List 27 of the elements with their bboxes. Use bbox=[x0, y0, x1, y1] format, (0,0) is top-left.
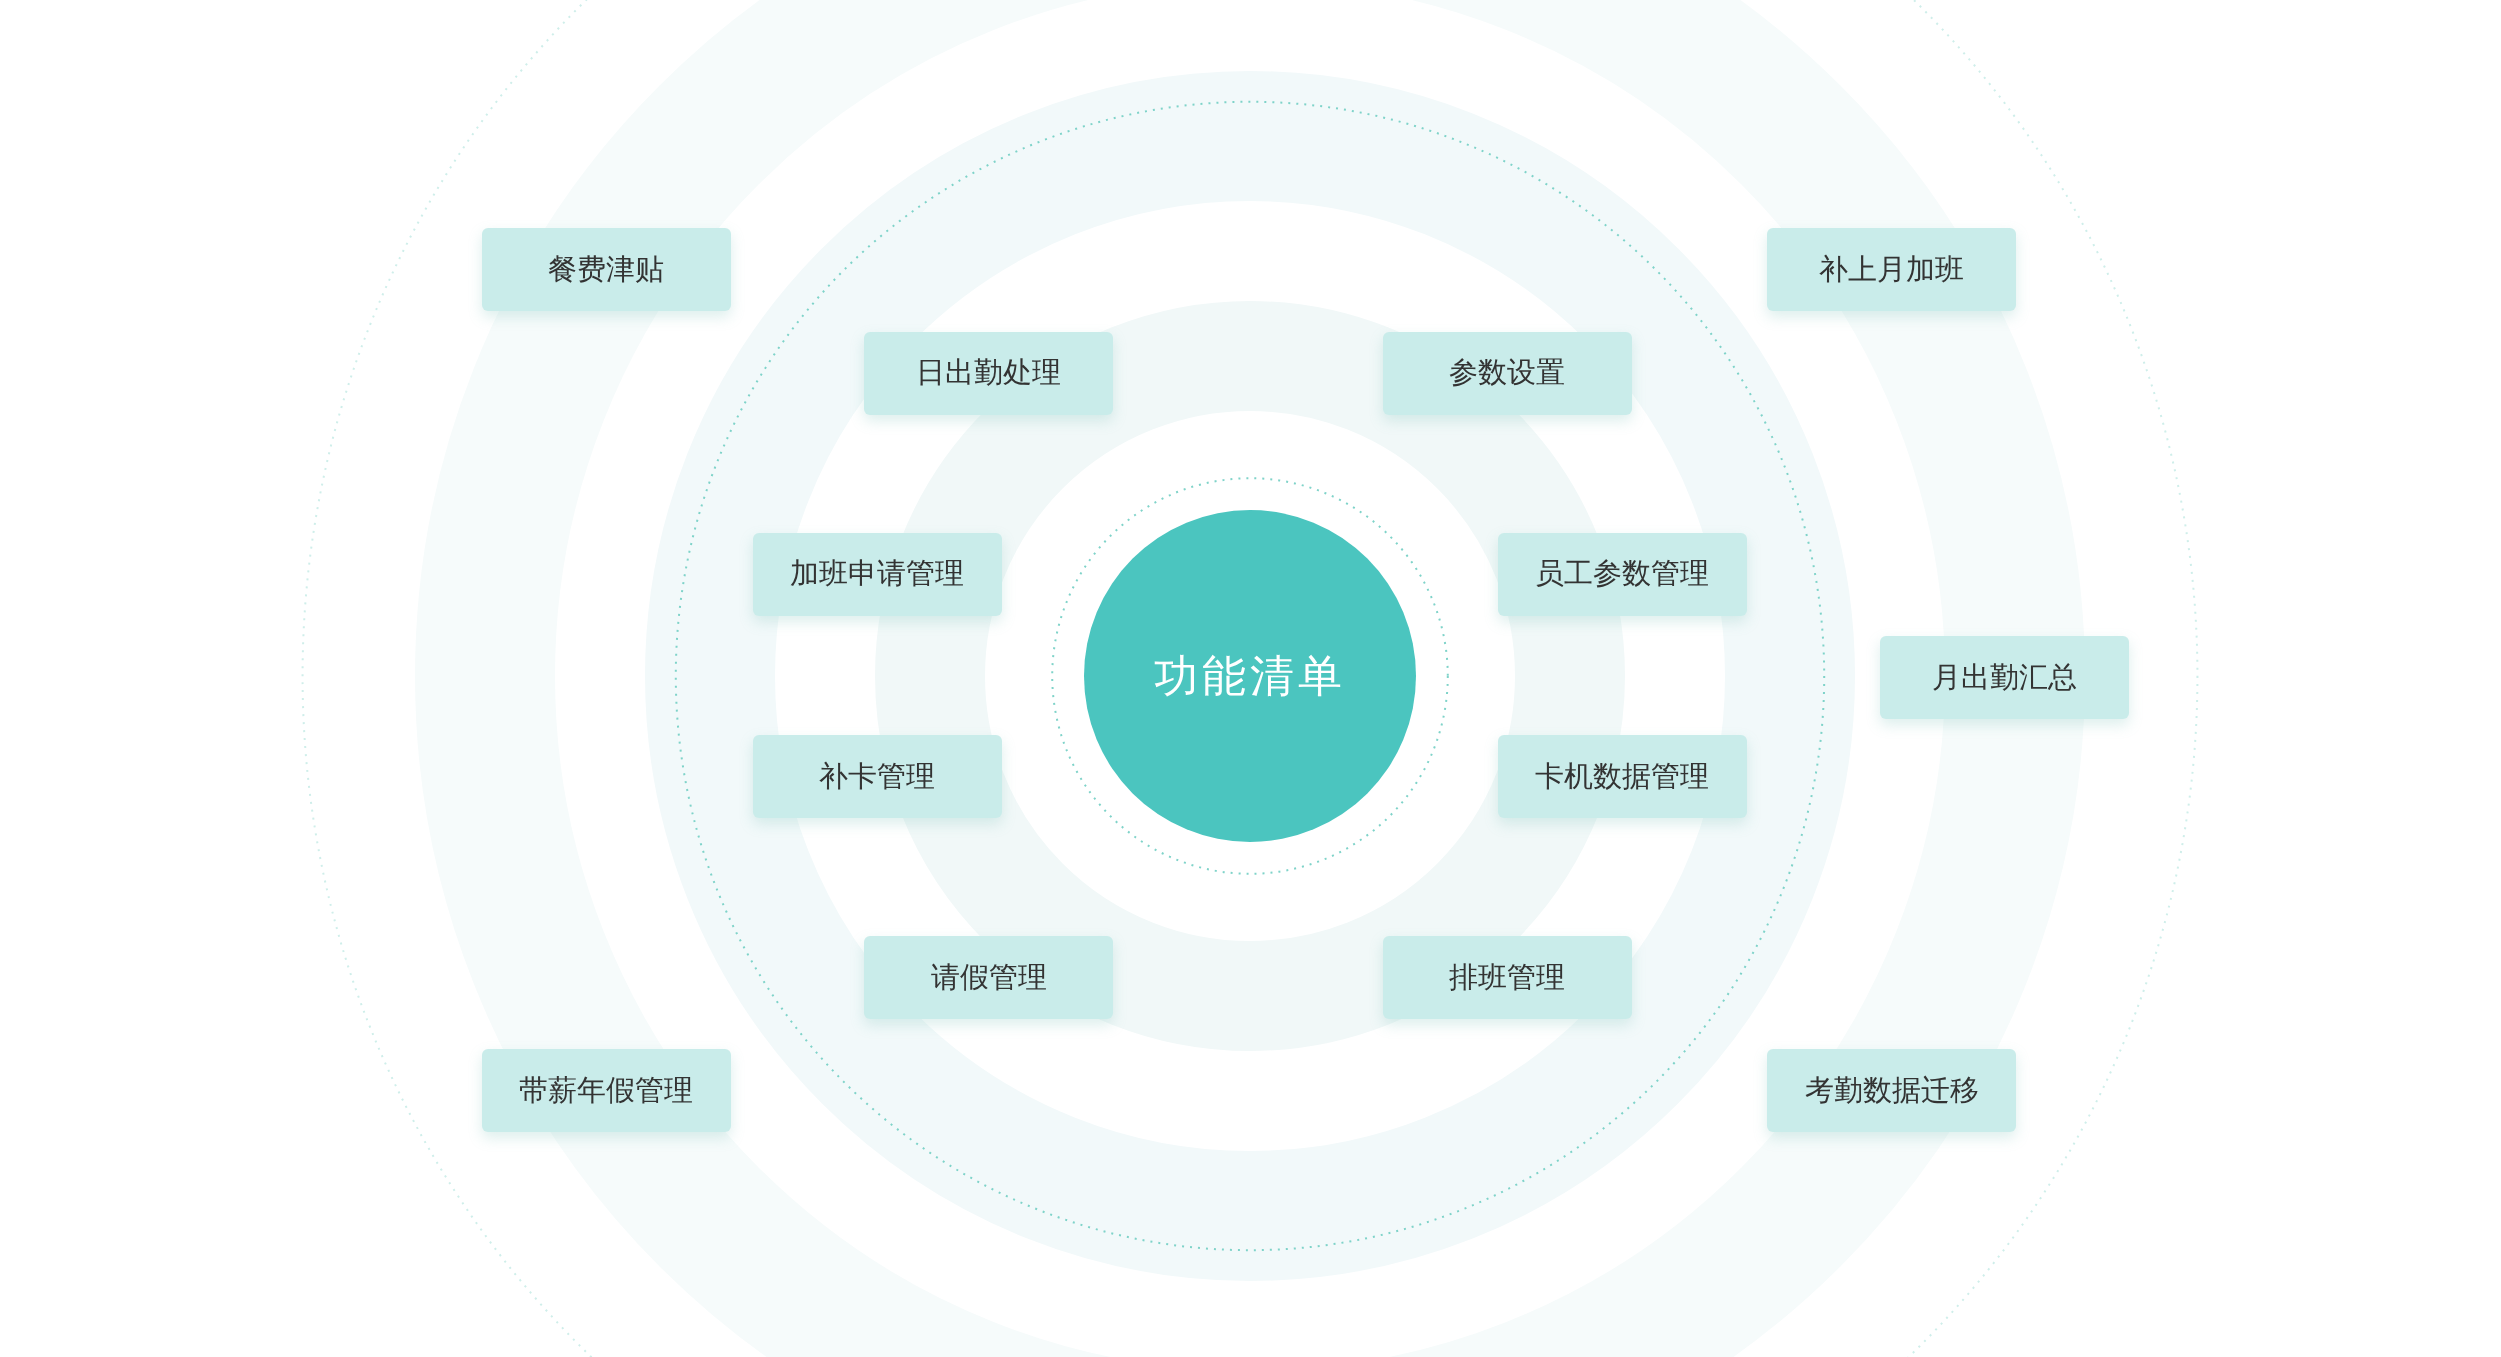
feature-box bbox=[864, 936, 1114, 1020]
box-label: 功能清单 bbox=[1154, 648, 1346, 703]
feature-box bbox=[864, 331, 1114, 415]
feature-box bbox=[1880, 636, 2130, 720]
feature-box bbox=[481, 1049, 731, 1133]
feature-box bbox=[1382, 936, 1632, 1020]
box-label: 考勤数据迁移 bbox=[1804, 1072, 1979, 1109]
feature-box bbox=[1767, 228, 2017, 312]
box-label: 参数设置 bbox=[1449, 354, 1566, 392]
feature-box bbox=[1767, 1049, 2017, 1133]
box-label: 请假管理 bbox=[930, 958, 1047, 996]
feature-box bbox=[1497, 532, 1747, 616]
feature-box bbox=[481, 228, 731, 312]
box-label: 餐费津贴 bbox=[548, 250, 665, 288]
box-label: 排班管理 bbox=[1449, 958, 1566, 996]
feature-box bbox=[752, 735, 1002, 819]
box-label: 月出勤汇总 bbox=[1932, 658, 2078, 696]
box-label: 补上月加班 bbox=[1819, 250, 1965, 288]
box-label: 员工参数管理 bbox=[1535, 555, 1710, 593]
feature-box bbox=[752, 532, 1002, 616]
feature-box bbox=[1497, 735, 1747, 819]
box-label: 带薪年假管理 bbox=[519, 1072, 694, 1109]
box-label: 加班申请管理 bbox=[790, 555, 965, 593]
box-label: 补卡管理 bbox=[819, 757, 936, 795]
box-label: 卡机数据管理 bbox=[1535, 757, 1710, 795]
feature-box bbox=[1382, 331, 1632, 415]
box-label: 日出勤处理 bbox=[916, 354, 1062, 392]
